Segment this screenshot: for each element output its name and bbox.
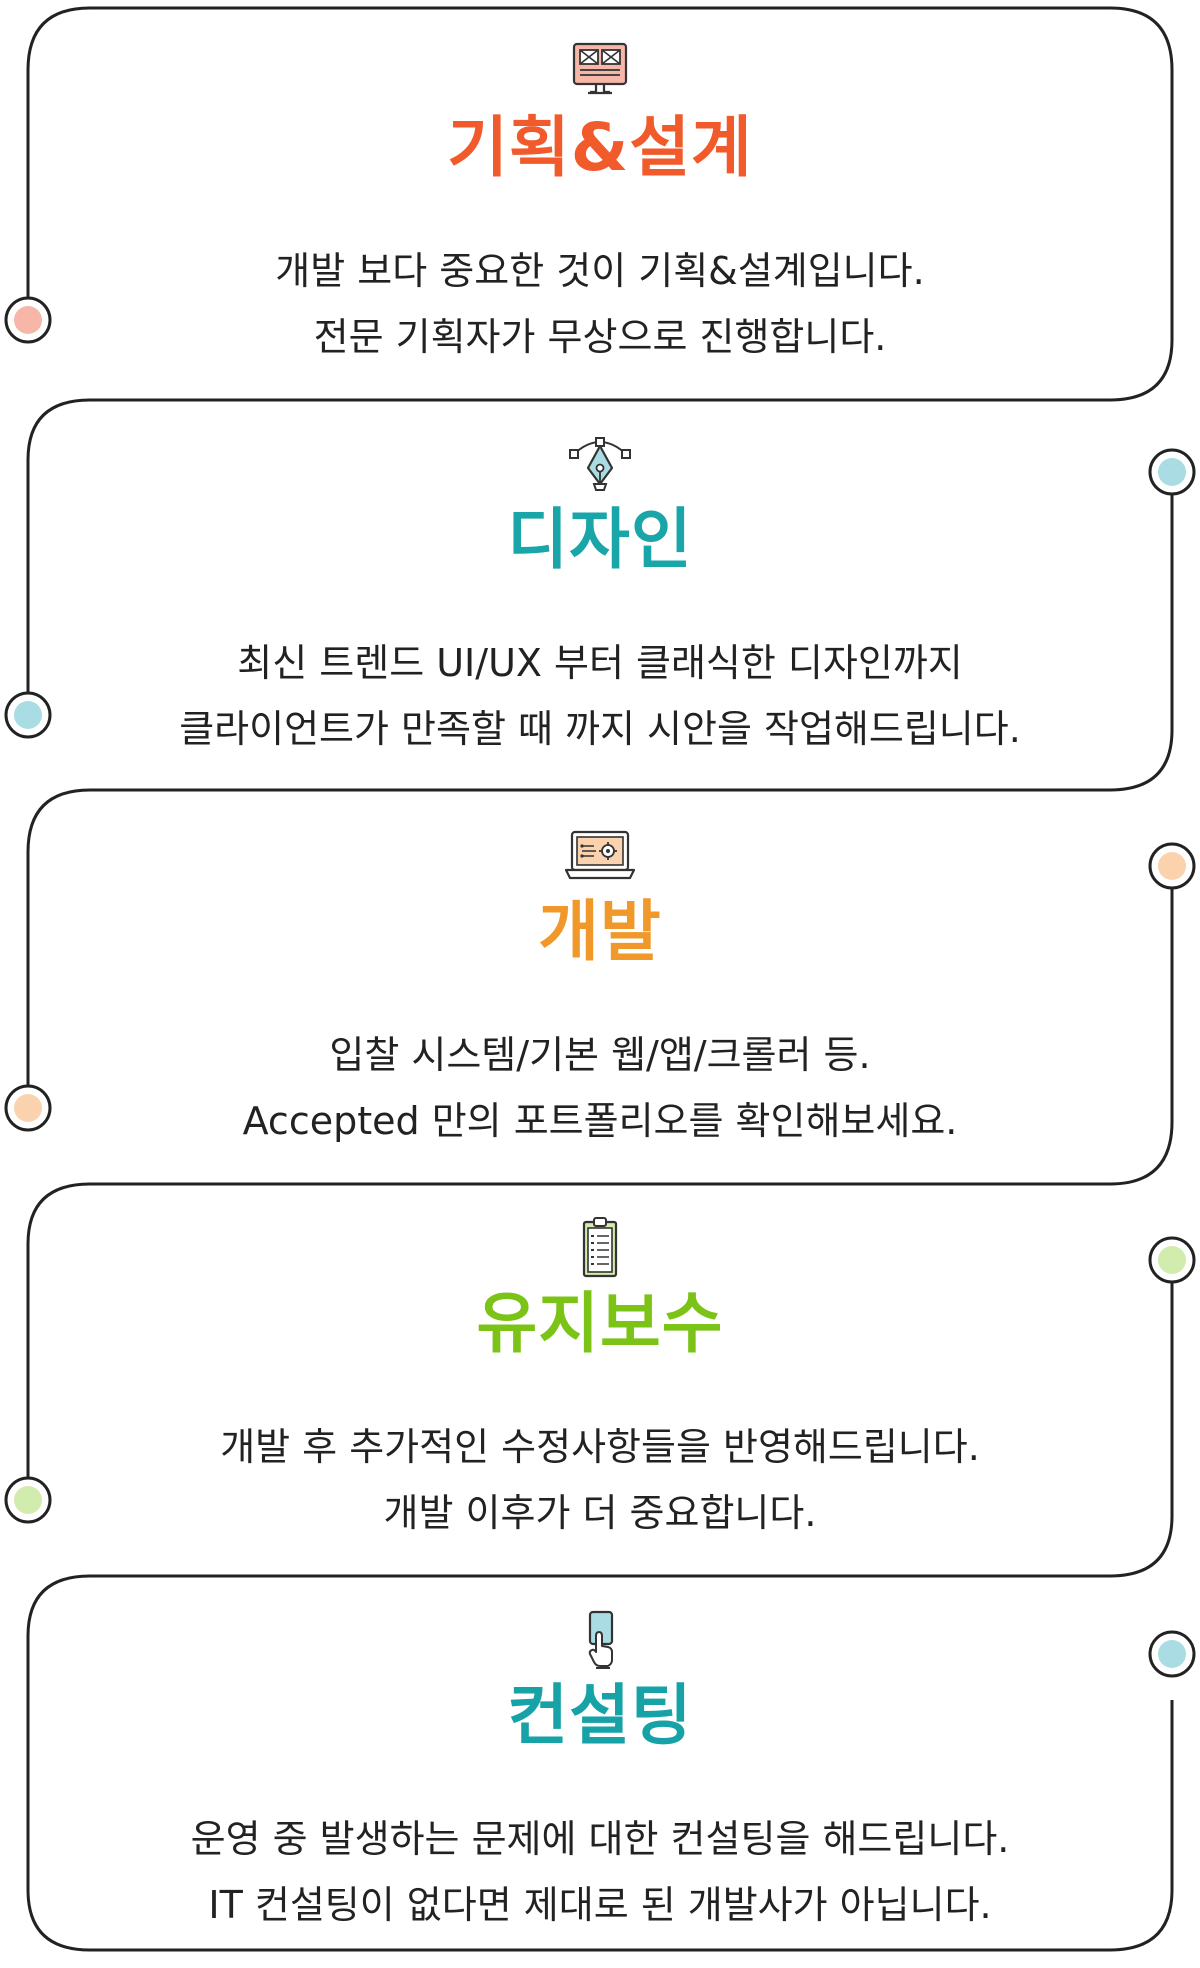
- laptop-gear-icon: [564, 830, 636, 880]
- section-title: 컨설팅: [507, 1677, 693, 1754]
- section-title: 개발: [538, 893, 662, 970]
- timeline-dot-design-left: [4, 691, 52, 739]
- section-title: 디자인: [507, 501, 693, 578]
- section-design: 디자인 최신 트렌드 UI/UX 부터 클래식한 디자인까지 클라이언트가 만족…: [30, 400, 1170, 792]
- description-line: 입찰 시스템/기본 웹/앱/크롤러 등.: [329, 1033, 871, 1077]
- section-description: 개발 후 추가적인 수정사항들을 반영해드립니다. 개발 이후가 더 중요합니다…: [30, 1414, 1170, 1546]
- section-description: 최신 트렌드 UI/UX 부터 클래식한 디자인까지 클라이언트가 만족할 때 …: [30, 630, 1170, 762]
- timeline-dot-dev-left: [4, 1084, 52, 1132]
- monitor-wireframe-icon: [572, 42, 628, 95]
- description-line: 개발 보다 중요한 것이 기획&설계입니다.: [275, 249, 925, 293]
- section-development: 개발 입찰 시스템/기본 웹/앱/크롤러 등. Accepted 만의 포트폴리…: [30, 792, 1170, 1184]
- section-description: 운영 중 발생하는 문제에 대한 컨설팅을 해드립니다. IT 컨설팅이 없다면…: [30, 1806, 1170, 1938]
- description-line: 개발 이후가 더 중요합니다.: [383, 1491, 817, 1535]
- clipboard-checklist-icon: [582, 1217, 618, 1278]
- timeline-dot-consult-right: [1148, 1630, 1196, 1678]
- description-line: 운영 중 발생하는 문제에 대한 컨설팅을 해드립니다.: [190, 1817, 1010, 1861]
- section-description: 개발 보다 중요한 것이 기획&설계입니다. 전문 기획자가 무상으로 진행합니…: [30, 238, 1170, 370]
- timeline-dot-maint-right: [1148, 1236, 1196, 1284]
- section-title: 기획&설계: [447, 109, 753, 186]
- timeline-line: [26, 6, 1174, 1952]
- timeline-dot-design-right: [1148, 448, 1196, 496]
- pen-tool-icon: [569, 437, 631, 491]
- description-line: 전문 기획자가 무상으로 진행합니다.: [313, 315, 887, 359]
- timeline-dot-dev-right: [1148, 842, 1196, 890]
- section-planning: 기획&설계 개발 보다 중요한 것이 기획&설계입니다. 전문 기획자가 무상으…: [30, 8, 1170, 400]
- description-line: 최신 트렌드 UI/UX 부터 클래식한 디자인까지: [237, 641, 963, 685]
- description-line: Accepted 만의 포트폴리오를 확인해보세요.: [242, 1099, 958, 1143]
- section-description: 입찰 시스템/기본 웹/앱/크롤러 등. Accepted 만의 포트폴리오를 …: [30, 1022, 1170, 1154]
- timeline-dot-maint-left: [4, 1476, 52, 1524]
- description-line: IT 컨설팅이 없다면 제대로 된 개발사가 아닙니다.: [208, 1883, 992, 1927]
- timeline-dot-plan-left: [4, 296, 52, 344]
- description-line: 개발 후 추가적인 수정사항들을 반영해드립니다.: [220, 1425, 980, 1469]
- hand-touch-phone-icon: [588, 1610, 614, 1669]
- section-maintenance: 유지보수 개발 후 추가적인 수정사항들을 반영해드립니다. 개발 이후가 더 …: [30, 1184, 1170, 1576]
- section-title: 유지보수: [476, 1285, 724, 1362]
- section-consulting: 컨설팅 운영 중 발생하는 문제에 대한 컨설팅을 해드립니다. IT 컨설팅이…: [30, 1576, 1170, 1968]
- description-line: 클라이언트가 만족할 때 까지 시안을 작업해드립니다.: [179, 707, 1021, 751]
